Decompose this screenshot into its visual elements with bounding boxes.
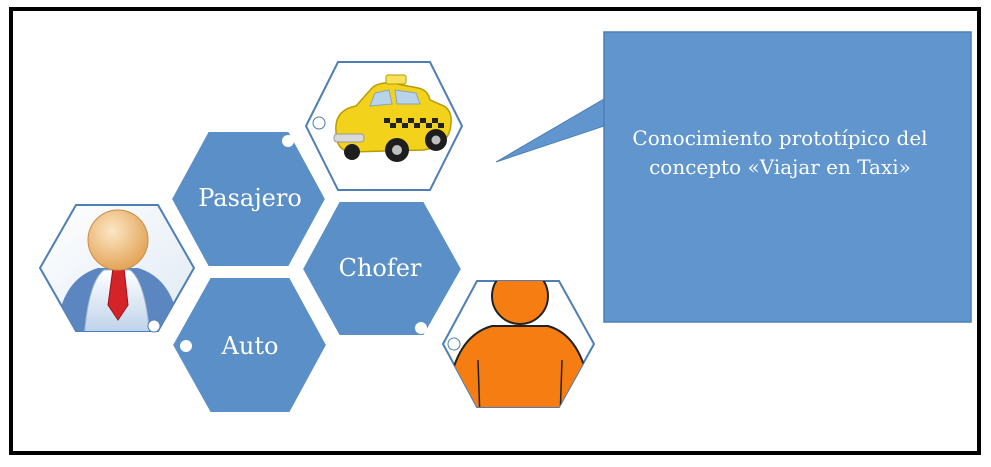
hexagon-label-auto: Auto	[221, 332, 279, 360]
businessman-avatar-icon	[38, 204, 196, 333]
connector-dot	[282, 135, 294, 147]
person-silhouette-icon	[441, 280, 596, 408]
hexagon-chofer: Chofer	[300, 200, 464, 337]
taxi-car-icon	[304, 61, 464, 191]
callout-box	[495, 31, 972, 323]
callout-text: Conocimiento prototípico del concepto «V…	[632, 126, 928, 179]
hexagon-label-chofer: Chofer	[339, 254, 422, 282]
connector-dot	[415, 322, 427, 334]
hexagon-pasajero: Pasajero	[169, 130, 328, 268]
hexagon-label-pasajero: Pasajero	[198, 184, 302, 212]
connector-dot	[180, 340, 192, 352]
hexagon-auto: Auto	[170, 276, 329, 414]
